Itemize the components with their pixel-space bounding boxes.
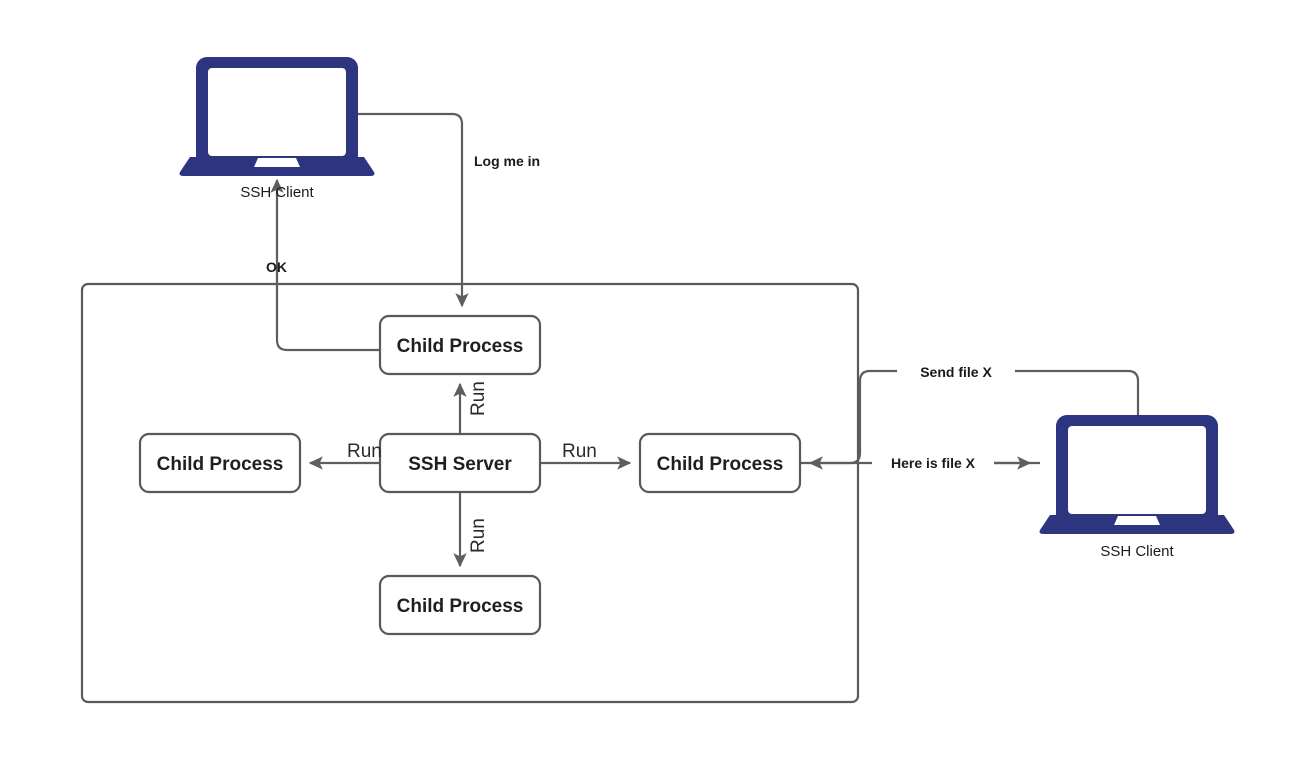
edge-label-run-left: Run	[347, 441, 382, 462]
edge-label-log-me-in: Log me in	[474, 153, 540, 169]
laptop-screen	[208, 68, 346, 156]
device-caption: SSH Client	[1100, 543, 1174, 560]
node-label: Child Process	[157, 454, 284, 475]
edge-label-here-is-file-x: Here is file X	[891, 455, 976, 471]
node-box	[378, 314, 542, 376]
laptop-notch	[1114, 516, 1160, 525]
laptop-screen	[1068, 426, 1206, 514]
laptop-icon	[1039, 415, 1235, 534]
edge-label-text: Run	[468, 381, 489, 416]
node-box	[638, 432, 802, 494]
edge-label-text: OK	[266, 259, 287, 275]
node-box	[138, 432, 302, 494]
edge-send-file-x	[800, 369, 1140, 465]
edge-ok	[270, 178, 380, 352]
node-label: Child Process	[397, 336, 524, 357]
node-label: SSH Server	[408, 454, 512, 475]
here-is-file-x-label-mask	[872, 453, 994, 473]
edge-label-run-down: Run	[468, 518, 489, 553]
send-file-x-label-mask	[897, 362, 1015, 382]
edge-label-text: Here is file X	[891, 455, 976, 471]
node-label: Child Process	[657, 454, 784, 475]
edge-label-run-right: Run	[562, 441, 597, 462]
edge-label-run-up: Run	[468, 381, 489, 416]
edge-label-text: Run	[468, 518, 489, 553]
edge-label-text: Log me in	[474, 153, 540, 169]
server-host-boundary	[80, 282, 860, 704]
edge-label-ok: OK	[266, 259, 287, 275]
laptop-notch	[254, 158, 300, 167]
node-child-left[interactable]: Child Process	[138, 432, 302, 494]
edge-label-text: Run	[347, 441, 382, 462]
node-ssh-server[interactable]: SSH Server	[378, 432, 542, 494]
edge-label-text: Run	[562, 441, 597, 462]
edge-label-text: Send file X	[920, 364, 992, 380]
node-label: Child Process	[397, 596, 524, 617]
edge-log-me-in	[356, 112, 469, 308]
edge-label-send-file-x: Send file X	[920, 364, 992, 380]
laptop-icon	[179, 57, 375, 176]
ssh-client-right-laptop[interactable]: SSH Client	[1039, 415, 1235, 560]
device-caption: SSH Client	[240, 184, 314, 201]
ssh-client-left-laptop[interactable]: SSH Client	[179, 57, 375, 201]
node-child-right[interactable]: Child Process	[638, 432, 802, 494]
node-box	[378, 432, 542, 494]
node-child-bottom[interactable]: Child Process	[378, 574, 542, 636]
node-child-top[interactable]: Child Process	[378, 314, 542, 376]
node-box	[378, 574, 542, 636]
